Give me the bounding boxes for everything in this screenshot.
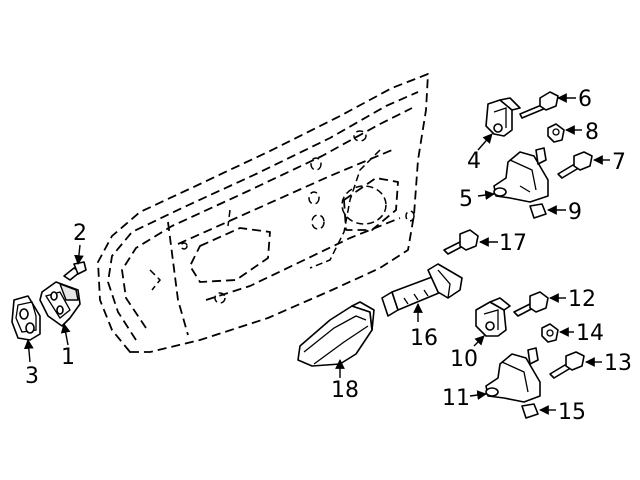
callout-2: 2 (73, 221, 87, 246)
leader-4 (477, 133, 493, 151)
leader-11 (469, 390, 487, 400)
part-17-bolt (443, 229, 479, 255)
part-12-bolt (513, 291, 549, 317)
part-4-upper-hinge (485, 97, 521, 137)
callout-1: 1 (61, 345, 75, 370)
part-11-lower-hinge-body (485, 347, 541, 403)
leader-10 (473, 335, 485, 347)
door-panel-outline (97, 73, 429, 353)
part-18-pull-handle (297, 301, 375, 367)
part-5-upper-hinge-body (493, 147, 549, 203)
callout-7: 7 (612, 150, 626, 175)
part-2-screw (63, 261, 87, 281)
callout-16: 16 (410, 326, 438, 351)
part-14-nut (541, 323, 559, 343)
part-15-bushing (521, 403, 539, 419)
callout-9: 9 (568, 200, 582, 225)
callout-17: 17 (499, 231, 527, 256)
callout-12: 12 (568, 287, 596, 312)
part-1-striker (39, 281, 81, 327)
leader-1 (60, 323, 71, 346)
callout-18: 18 (331, 378, 359, 403)
part-10-lower-hinge (475, 297, 511, 337)
callout-15: 15 (558, 400, 586, 425)
part-16-door-check (381, 263, 463, 317)
part-9-bushing (529, 203, 547, 219)
part-6-bolt (519, 91, 559, 119)
leader-3 (23, 339, 34, 363)
callout-14: 14 (576, 321, 604, 346)
callout-6: 6 (578, 87, 592, 112)
callout-13: 13 (604, 351, 632, 376)
callout-3: 3 (25, 364, 39, 389)
part-13-bolt (549, 351, 585, 379)
leader-5 (477, 190, 495, 200)
callout-labels: 1 2 3 4 5 6 7 8 9 10 11 12 13 14 15 16 1… (25, 87, 632, 425)
leader-2 (74, 244, 84, 265)
part-7-bolt (557, 151, 593, 179)
part-8-nut (547, 123, 565, 143)
callout-4: 4 (467, 149, 481, 174)
part-3-striker-plate (11, 295, 41, 341)
callout-10: 10 (450, 347, 478, 372)
callout-5: 5 (459, 187, 473, 212)
leader-lines (23, 93, 610, 415)
callout-8: 8 (585, 120, 599, 145)
callout-11: 11 (442, 386, 470, 411)
